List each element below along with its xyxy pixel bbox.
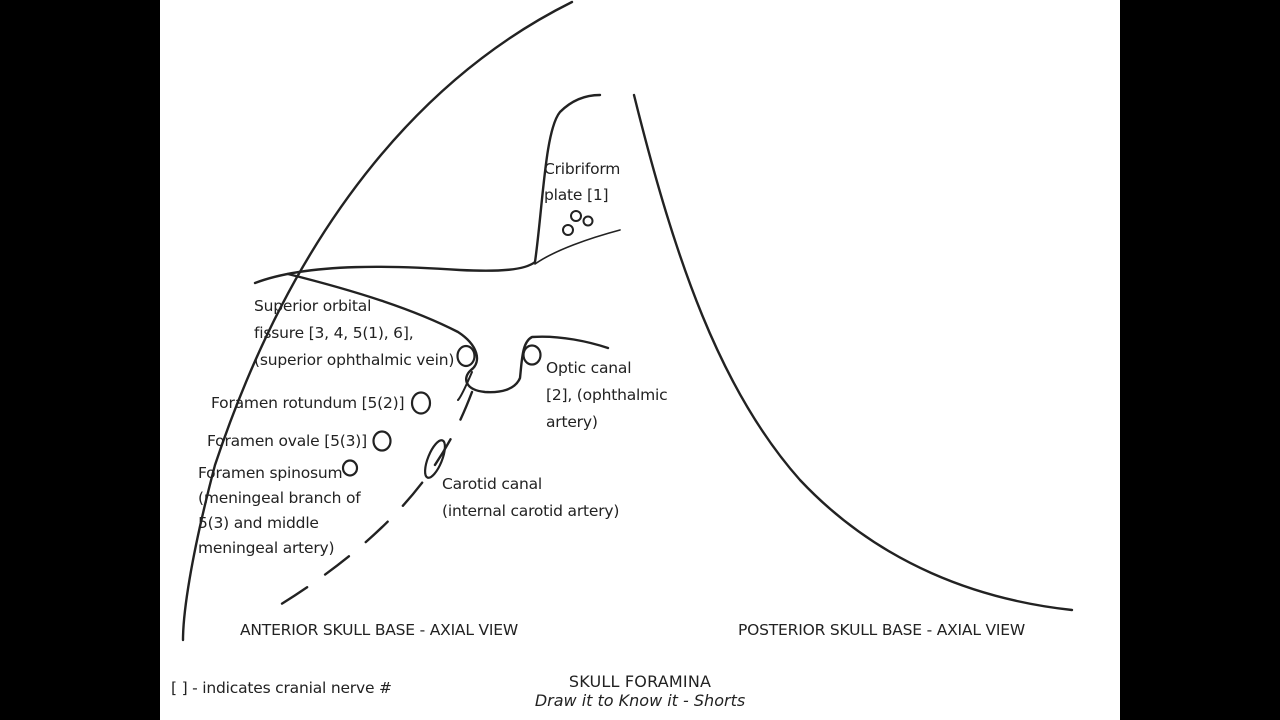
- cribriform-foramen-1: [570, 210, 582, 222]
- label-line: (internal carotid artery): [442, 502, 620, 520]
- label-foramen-spinosum: Foramen spinosum (meningeal branch of 5(…: [198, 461, 361, 561]
- drawing-canvas: Cribriform plate [1] Superior orbital fi…: [160, 0, 1120, 720]
- label-line: meningeal artery): [198, 539, 335, 557]
- label-line: Foramen ovale [5(3)]: [207, 432, 367, 450]
- middle-fossa-contour: [457, 371, 473, 401]
- petrous-ridge-dashed: [273, 390, 474, 610]
- carotid-canal-marker: [423, 439, 447, 479]
- foramen-spinosum-marker: [341, 459, 359, 477]
- legend-cranial-nerve: [ ] - indicates cranial nerve #: [171, 679, 392, 697]
- label-foramen-ovale: Foramen ovale [5(3)]: [207, 430, 367, 452]
- label-line: Foramen rotundum [5(2)]: [211, 394, 405, 412]
- sphenoid-ridge: [286, 272, 610, 394]
- label-line: fissure [3, 4, 5(1), 6],: [254, 324, 414, 342]
- label-line: artery): [546, 413, 598, 431]
- anterior-fossa-floor: [253, 93, 602, 285]
- cribriform-plate-line: [534, 229, 621, 265]
- label-foramen-rotundum: Foramen rotundum [5(2)]: [211, 392, 405, 414]
- label-line: Carotid canal: [442, 475, 543, 493]
- skull-base-diagram: [181, 0, 1074, 642]
- superior-orbital-fissure-marker: [456, 344, 476, 368]
- anterior-skull-outline: [181, 0, 574, 642]
- label-line: [2], (ophthalmic: [546, 386, 668, 404]
- cribriform-foramen-3: [562, 224, 574, 236]
- diagram-title: SKULL FORAMINA Draw it to Know it - Shor…: [490, 672, 790, 710]
- label-line: Optic canal: [546, 359, 632, 377]
- title-subtitle: Draw it to Know it - Shorts: [534, 691, 746, 710]
- optic-canal-marker: [522, 344, 542, 366]
- label-line: plate [1]: [544, 186, 609, 204]
- foramen-rotundum-marker: [410, 391, 432, 415]
- label-carotid-canal: Carotid canal (internal carotid artery): [442, 471, 619, 525]
- label-superior-orbital-fissure: Superior orbital fissure [3, 4, 5(1), 6]…: [254, 293, 454, 374]
- label-line: (meningeal branch of: [198, 489, 361, 507]
- caption-anterior-skull-base: ANTERIOR SKULL BASE - AXIAL VIEW: [240, 621, 518, 639]
- label-line: (superior ophthalmic vein): [254, 351, 455, 369]
- foramen-ovale-marker: [372, 430, 392, 452]
- title-main: SKULL FORAMINA: [568, 672, 712, 691]
- posterior-skull-outline: [632, 93, 1074, 612]
- label-line: Foramen spinosum: [198, 464, 343, 482]
- label-cribriform-plate: Cribriform plate [1]: [544, 156, 620, 208]
- caption-posterior-skull-base: POSTERIOR SKULL BASE - AXIAL VIEW: [738, 621, 1025, 639]
- cribriform-foramen-2: [582, 215, 594, 227]
- label-line: Superior orbital: [254, 297, 372, 315]
- label-line: 5(3) and middle: [198, 514, 319, 532]
- label-line: Cribriform: [544, 160, 621, 178]
- label-optic-canal: Optic canal [2], (ophthalmic artery): [546, 355, 668, 436]
